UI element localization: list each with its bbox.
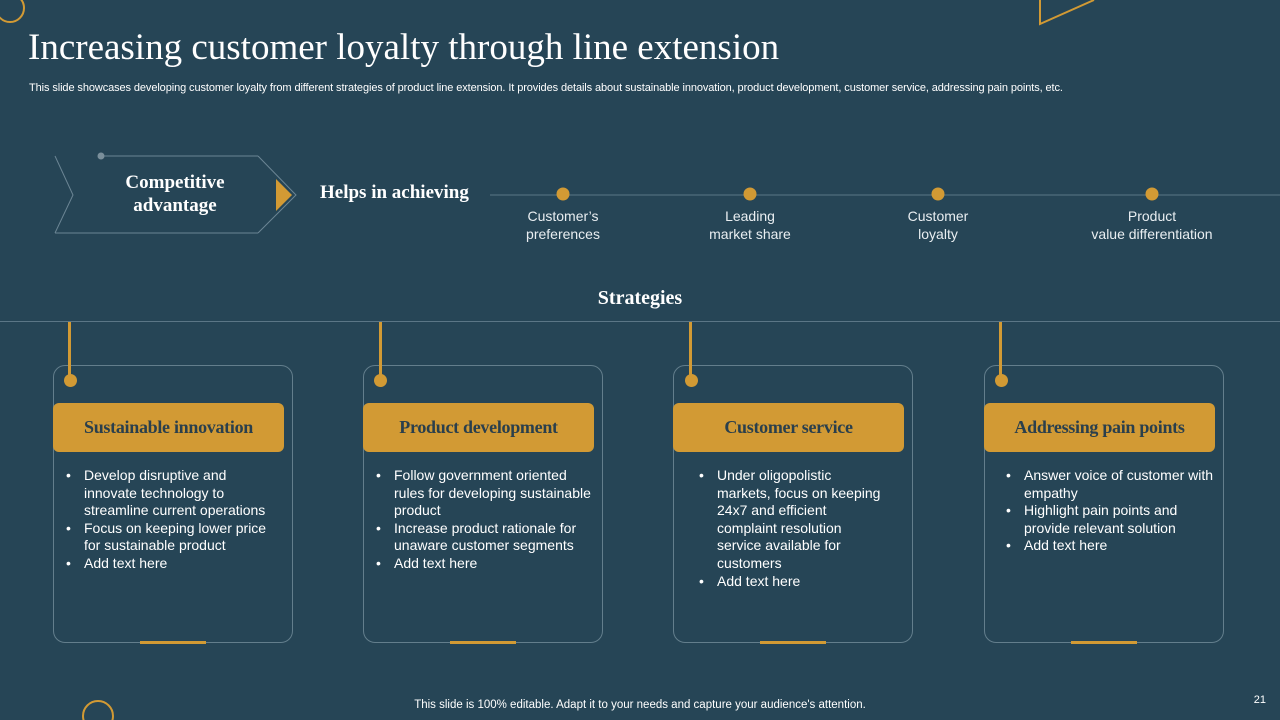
strategy-title: Addressing pain points: [1014, 417, 1185, 437]
card-accent-bar: [1071, 641, 1137, 644]
strategy-title-badge: Addressing pain points: [984, 403, 1215, 452]
card-dot: [685, 374, 698, 387]
card-dot: [374, 374, 387, 387]
timeline-dot: [1145, 187, 1159, 201]
page-number: 21: [1253, 694, 1266, 706]
list-item: Develop disruptive and innovate technolo…: [64, 467, 282, 520]
outcome-market-share: Leading market share: [709, 208, 791, 242]
strategy-title: Product development: [399, 417, 558, 437]
page-title: Increasing customer loyalty through line…: [28, 27, 780, 68]
competitive-advantage-label: Competitive advantage: [125, 172, 225, 216]
card-connector: [379, 322, 382, 376]
list-item: Follow government oriented rules for dev…: [374, 467, 592, 520]
card-accent-bar: [450, 641, 516, 644]
list-item: Add text here: [64, 555, 282, 573]
strategy-title: Customer service: [724, 417, 853, 437]
list-item: Answer voice of customer with empathy: [1004, 467, 1214, 502]
list-item: Add text here: [1004, 537, 1214, 555]
strategies-divider: [0, 321, 1280, 322]
list-item: Add text here: [697, 573, 887, 591]
card-connector: [689, 322, 692, 376]
strategy-title: Sustainable innovation: [84, 417, 253, 437]
card-connector: [999, 322, 1002, 376]
corner-triangle-top: [1039, 0, 1095, 26]
timeline-dot: [556, 187, 570, 201]
card-accent-bar: [140, 641, 206, 644]
footer-note: This slide is 100% editable. Adapt it to…: [414, 699, 866, 711]
timeline-dot: [931, 187, 945, 201]
strategies-heading: Strategies: [597, 287, 683, 309]
strategy-bullets: Answer voice of customer with empathy Hi…: [1004, 467, 1214, 555]
strategy-bullets: Develop disruptive and innovate technolo…: [64, 467, 282, 573]
corner-circle-bottom-left: [82, 700, 114, 720]
outcome-value-differentiation: Product value differentiation: [1091, 208, 1213, 242]
card-accent-bar: [760, 641, 826, 644]
advantage-chevron-frame: [54, 152, 297, 234]
strategy-bullets: Under oligopolistic markets, focus on ke…: [697, 467, 887, 590]
outcome-customer-preferences: Customer’s preferences: [526, 208, 600, 242]
strategy-title-badge: Product development: [363, 403, 594, 452]
page-subtitle: This slide showcases developing customer…: [29, 82, 1063, 94]
card-dot: [995, 374, 1008, 387]
list-item: Focus on keeping lower price for sustain…: [64, 520, 282, 555]
chevron-arrow-icon: [276, 179, 292, 211]
strategy-bullets: Follow government oriented rules for dev…: [374, 467, 592, 573]
list-item: Increase product rationale for unaware c…: [374, 520, 592, 555]
outcome-customer-loyalty: Customer loyalty: [907, 208, 969, 242]
list-item: Under oligopolistic markets, focus on ke…: [697, 467, 887, 573]
helps-in-achieving-label: Helps in achieving: [320, 182, 469, 203]
card-connector: [68, 322, 71, 376]
card-dot: [64, 374, 77, 387]
list-item: Add text here: [374, 555, 592, 573]
strategy-title-badge: Customer service: [673, 403, 904, 452]
timeline-dot: [743, 187, 757, 201]
list-item: Highlight pain points and provide releva…: [1004, 502, 1214, 537]
strategy-title-badge: Sustainable innovation: [53, 403, 284, 452]
corner-circle-top-left: [0, 0, 25, 23]
